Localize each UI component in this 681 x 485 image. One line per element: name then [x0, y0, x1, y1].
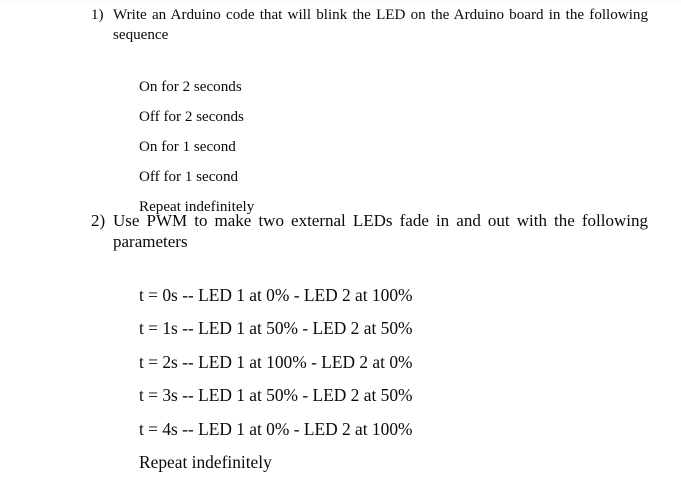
- sub-list-item: Off for 1 second: [139, 169, 239, 186]
- sub-list-1: On for 2 seconds Off for 2 seconds On fo…: [0, 78, 681, 229]
- sub-list-item: t = 0s -- LED 1 at 0% - LED 2 at 100%: [139, 285, 413, 305]
- item-marker-2: 2): [91, 211, 106, 230]
- numbered-item-2: 2) Use PWM to make two external LEDs fad…: [0, 210, 681, 273]
- sub-list-item: t = 1s -- LED 1 at 50% - LED 2 at 50%: [139, 318, 413, 339]
- sub-list-item: t = 3s -- LED 1 at 50% - LED 2 at 50%: [139, 385, 413, 406]
- sub-list-item: Repeat indefinitely: [139, 451, 272, 472]
- item-text-1: Write an Arduino code that will blink th…: [113, 7, 648, 43]
- sub-list-item: On for 2 seconds: [139, 78, 242, 95]
- sub-list-2: t = 0s -- LED 1 at 0% - LED 2 at 100% t …: [0, 285, 681, 485]
- numbered-item-1: 1) Write an Arduino code that will blink…: [0, 6, 681, 65]
- page-top-edge: [0, 0, 681, 3]
- sub-list-item: t = 2s -- LED 1 at 100% - LED 2 at 0%: [139, 351, 413, 372]
- list-item: 1) Write an Arduino code that will blink…: [0, 6, 681, 228]
- sub-list-item: t = 4s -- LED 1 at 0% - LED 2 at 100%: [139, 418, 413, 439]
- sub-list-item: Off for 2 seconds: [139, 108, 244, 125]
- item-text-2: Use PWM to make two external LEDs fade i…: [113, 211, 648, 251]
- list-item: 2) Use PWM to make two external LEDs fad…: [0, 210, 681, 485]
- item-marker-1: 1): [91, 7, 104, 23]
- sub-list-item: Repeat indefinitely: [139, 199, 255, 216]
- sub-list-item: On for 1 second: [139, 138, 236, 155]
